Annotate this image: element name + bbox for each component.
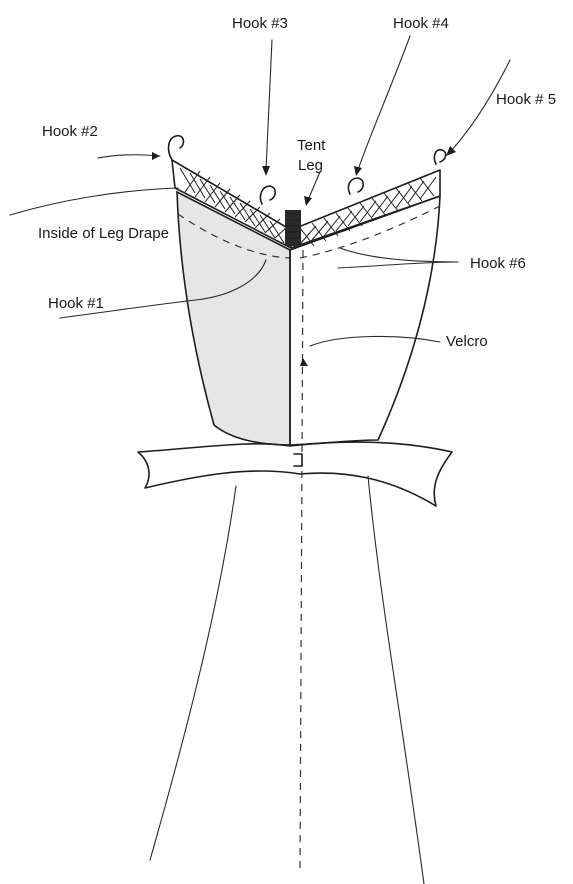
- label-tent: Tent: [297, 137, 326, 154]
- pointer-lines: [98, 36, 510, 346]
- left-wave-line: [10, 188, 178, 215]
- hook-4-shape: [348, 178, 363, 194]
- label-hook-6: Hook #6: [470, 255, 526, 272]
- hook-3-shape: [260, 186, 275, 204]
- label-leg: Leg: [298, 157, 323, 174]
- label-velcro: Velcro: [446, 333, 488, 350]
- label-hook-4: Hook #4: [393, 15, 449, 32]
- lower-drape-right: [368, 476, 424, 884]
- label-hook-2: Hook #2: [42, 123, 98, 140]
- velcro-marker: [300, 358, 308, 366]
- drape-left-panel: [177, 192, 290, 445]
- hook6-underline: [338, 262, 458, 268]
- hook-5-shape: [434, 150, 445, 164]
- hook-2-shape: [169, 136, 184, 160]
- lower-drape-left: [150, 486, 236, 860]
- label-hook-1: Hook #1: [48, 295, 104, 312]
- inside-dashed-right: [300, 206, 440, 258]
- band-tab: [294, 454, 302, 466]
- label-inside-leg-drape: Inside of Leg Drape: [38, 225, 169, 242]
- top-rail-right: [291, 170, 440, 248]
- wrap-band: [138, 442, 452, 506]
- drape-right-panel: [290, 196, 440, 445]
- velcro-dashed-line: [300, 250, 303, 870]
- tent-leg-pole: [285, 210, 301, 246]
- label-hook-5: Hook # 5: [496, 91, 556, 108]
- label-hook-3: Hook #3: [232, 15, 288, 32]
